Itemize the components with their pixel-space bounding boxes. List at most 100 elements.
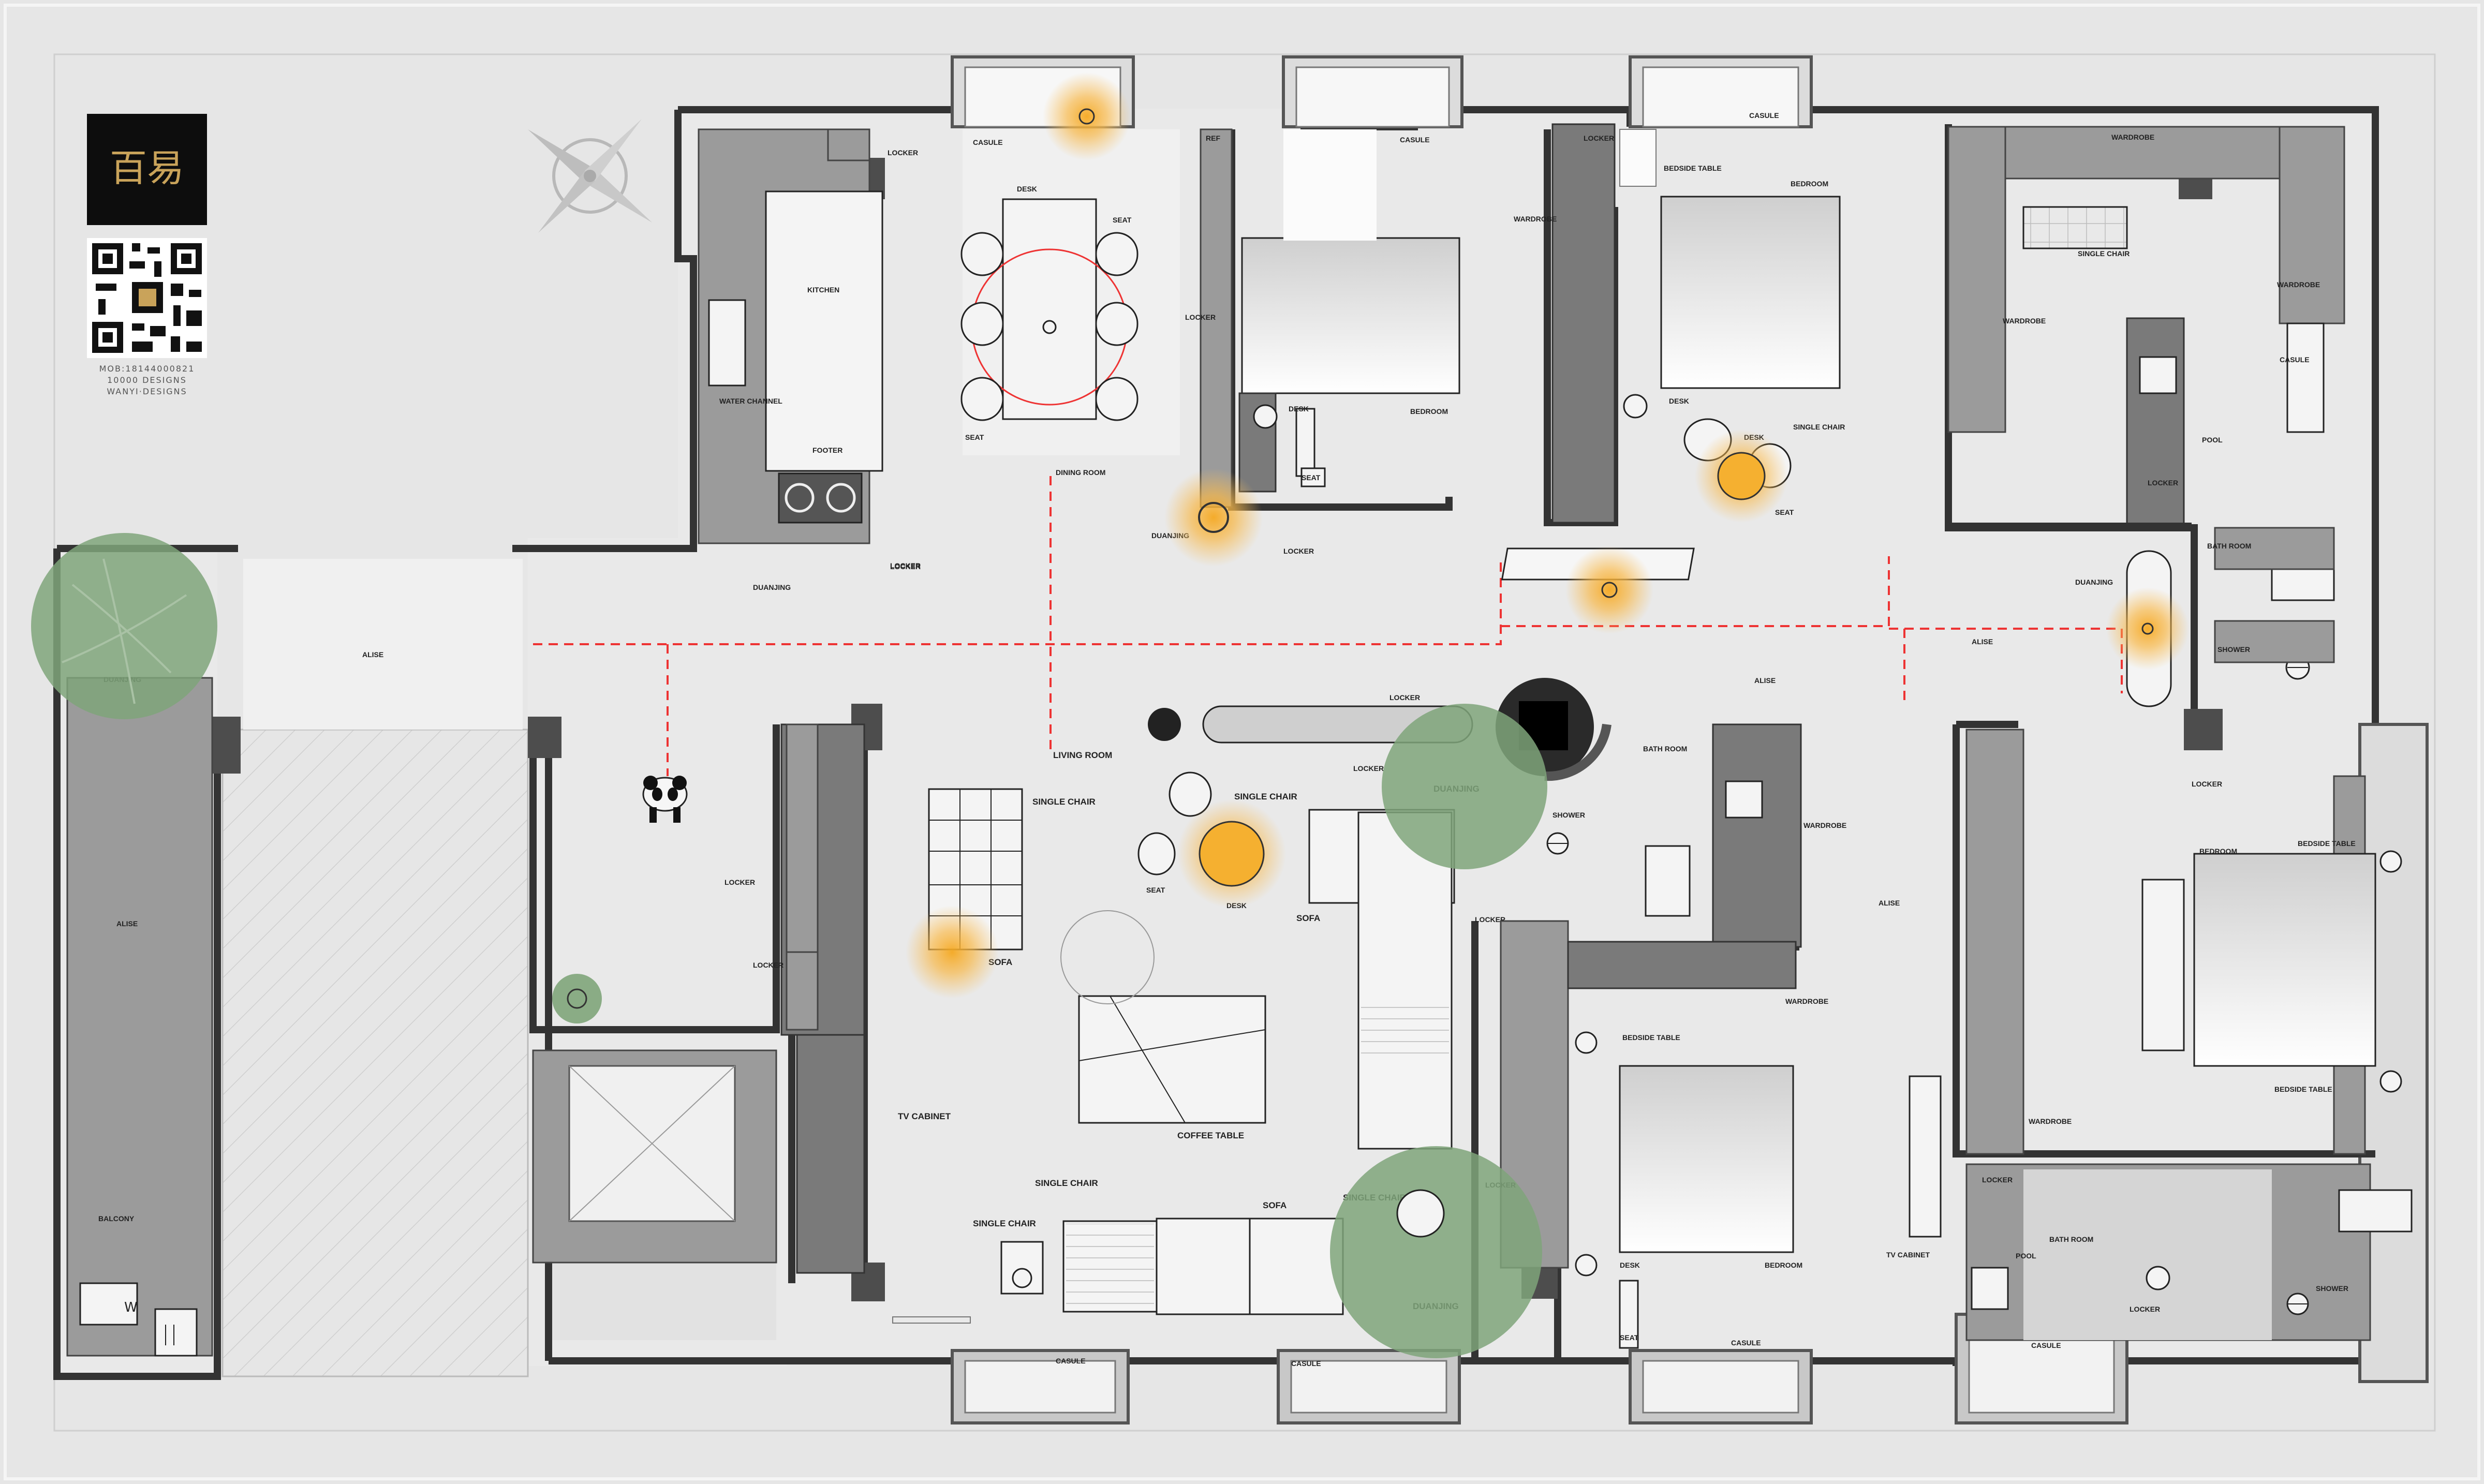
toilet-icon — [2286, 1293, 2309, 1315]
master-suite-top: WARDROBE WARDROBE WARDROBE SINGLE CHAIR … — [1947, 126, 2345, 680]
compass-rose-icon — [528, 119, 652, 233]
window-bay — [1277, 1349, 1461, 1424]
label-seat-1: SEAT — [1302, 473, 1321, 482]
tile-rack — [2022, 206, 2128, 249]
light-glow-icon — [1043, 72, 1131, 160]
label-bathroom-top: BATH ROOM — [2207, 542, 2251, 550]
dining-table — [1002, 198, 1097, 420]
light-glow-icon — [1177, 799, 1286, 908]
label-bedroom-2: BEDROOM — [1791, 180, 1828, 188]
label-single-chair-bottom-2: SINGLE CHAIR — [973, 1219, 1036, 1228]
contact-line-3: WANYI·DESIGNS — [107, 387, 187, 396]
label-casule-3: CASULE — [1731, 1339, 1761, 1347]
label-bathroom-master: BATH ROOM — [2049, 1235, 2093, 1243]
terrace-hatch — [223, 730, 528, 1376]
panda-icon — [642, 776, 688, 823]
label-dining-room: DINING ROOM — [1056, 468, 1105, 477]
light-glow-icon — [1164, 468, 1263, 567]
label-locker-entry-2: LOCKER — [753, 961, 783, 969]
window-bay — [1629, 1349, 1813, 1424]
bedroom-1: BEDROOM DESK SEAT CASULE LOCKER — [1238, 129, 1460, 555]
label-bedside-table-master-2: BEDSIDE TABLE — [2274, 1085, 2332, 1093]
label-seat-living: SEAT — [1146, 886, 1165, 894]
logo-block: 百易 MOB:18144000821 10000 DESIGNS WANYI·D… — [87, 114, 207, 396]
label-bedroom-3: BEDROOM — [1765, 1261, 1802, 1269]
label-duanjing-tub: DUANJING — [2075, 578, 2113, 586]
label-duanjing-corridor: DUANJING — [753, 583, 791, 591]
label-footer: FOOTER — [812, 446, 842, 454]
label-locker-kitchen-bottom: LOCKER — [890, 562, 921, 571]
label-locker-console: LOCKER — [1389, 693, 1420, 702]
label-sofa-bottom: SOFA — [1263, 1200, 1287, 1210]
washing-machine-icon — [154, 1308, 198, 1357]
label-casule-dining: CASULE — [973, 138, 1003, 146]
label-locker-ref: LOCKER — [1185, 313, 1216, 321]
entry-area: LOCKER LOCKER ALISE — [362, 650, 865, 1274]
label-locker-top-right: LOCKER — [2148, 479, 2178, 487]
label-bedside-table-2: BEDSIDE TABLE — [1664, 164, 1722, 172]
central-bath: BATH ROOM SHOWER WARDROBE LOCKER ALISE A… — [1475, 676, 1900, 948]
label-pool: POOL — [2202, 436, 2223, 444]
label-balcony: BALCONY — [98, 1214, 135, 1223]
label-casule-master: CASULE — [2031, 1341, 2061, 1349]
label-living-room: LIVING ROOM — [1053, 750, 1112, 760]
label-desk-1: DESK — [1289, 405, 1309, 413]
label-bathroom-center: BATH ROOM — [1643, 745, 1687, 753]
label-alise-balcony: ALISE — [116, 919, 138, 928]
label-casule-1: CASULE — [1400, 136, 1430, 144]
label-alise-right: ALISE — [1879, 899, 1900, 907]
label-casule-2: CASULE — [1749, 111, 1779, 120]
label-bedroom-master: BEDROOM — [2199, 847, 2237, 855]
label-seat-dining-2: SEAT — [965, 433, 984, 441]
label-kitchen: KITCHEN — [807, 286, 839, 294]
coffee-table — [1078, 995, 1266, 1124]
label-wardrobe-master: WARDROBE — [2029, 1117, 2072, 1125]
label-desk-3: DESK — [1620, 1261, 1640, 1269]
plant-icon — [31, 533, 217, 719]
logo-badge — [87, 114, 207, 225]
bedroom-3: BEDSIDE TABLE WARDROBE BEDROOM DESK SEAT… — [1056, 920, 1942, 1368]
label-single-chair-top: SINGLE CHAIR — [2078, 249, 2130, 258]
label-bedroom-1: BEDROOM — [1410, 407, 1448, 415]
label-alise-center: ALISE — [1754, 676, 1776, 685]
label-casule-bottom-2: CASULE — [1291, 1359, 1321, 1368]
label-single-chair-bottom: SINGLE CHAIR — [1035, 1178, 1098, 1188]
label-locker-entry: LOCKER — [724, 878, 755, 886]
kitchen: KITCHEN WATER CHANNEL FOOTER LOCKER LOCK… — [698, 128, 921, 571]
plant-icon — [1330, 1146, 1542, 1358]
label-water-channel: WATER CHANNEL — [719, 397, 782, 405]
master-bedroom-bottom: BEDROOM BEDSIDE TABLE BEDSIDE TABLE WARD… — [1965, 729, 2413, 1349]
label-seat-3: SEAT — [1620, 1333, 1639, 1342]
label-wardrobe-right: WARDROBE — [2277, 280, 2320, 289]
label-locker-master: LOCKER — [2192, 780, 2222, 788]
plant-icon — [552, 974, 602, 1023]
label-tv-cabinet-3: TV CABINET — [1886, 1251, 1930, 1259]
plant-icon — [1382, 704, 1547, 869]
window-bay — [1282, 55, 1463, 128]
label-single-chair-2: SINGLE CHAIR — [1793, 423, 1845, 431]
label-locker-master-2: LOCKER — [1982, 1176, 2013, 1184]
plants — [31, 533, 1547, 1358]
light-glow-icon — [906, 906, 999, 999]
svg-text:W: W — [124, 1300, 138, 1315]
label-tv-cabinet: TV CABINET — [898, 1111, 951, 1121]
label-wardrobe-side: WARDROBE — [2003, 317, 2046, 325]
qr-code-icon — [87, 238, 207, 358]
label-alise-entry: ALISE — [362, 650, 383, 659]
label-locker-center: LOCKER — [1475, 915, 1505, 924]
light-glow-icon — [2106, 587, 2189, 670]
label-wardrobe-2: WARDROBE — [1514, 215, 1557, 223]
label-bedside-table-3: BEDSIDE TABLE — [1622, 1033, 1680, 1042]
light-glows — [906, 72, 2189, 999]
logo-glyph: 百易 — [110, 146, 184, 190]
bedroom-2: BEDROOM BEDSIDE TABLE WARDROBE DESK DESK… — [1514, 111, 1845, 524]
label-ref: REF — [1206, 134, 1220, 142]
label-locker-master-3: LOCKER — [2130, 1305, 2160, 1313]
window-bay — [951, 1349, 1130, 1424]
label-single-chair-living-2: SINGLE CHAIR — [1234, 792, 1297, 802]
label-shower-center: SHOWER — [1552, 811, 1585, 819]
label-locker-living: LOCKER — [1353, 764, 1384, 773]
label-pool-master: POOL — [2016, 1252, 2036, 1260]
label-sofa-living-2: SOFA — [1296, 913, 1320, 923]
label-locker-1: LOCKER — [1283, 547, 1314, 555]
